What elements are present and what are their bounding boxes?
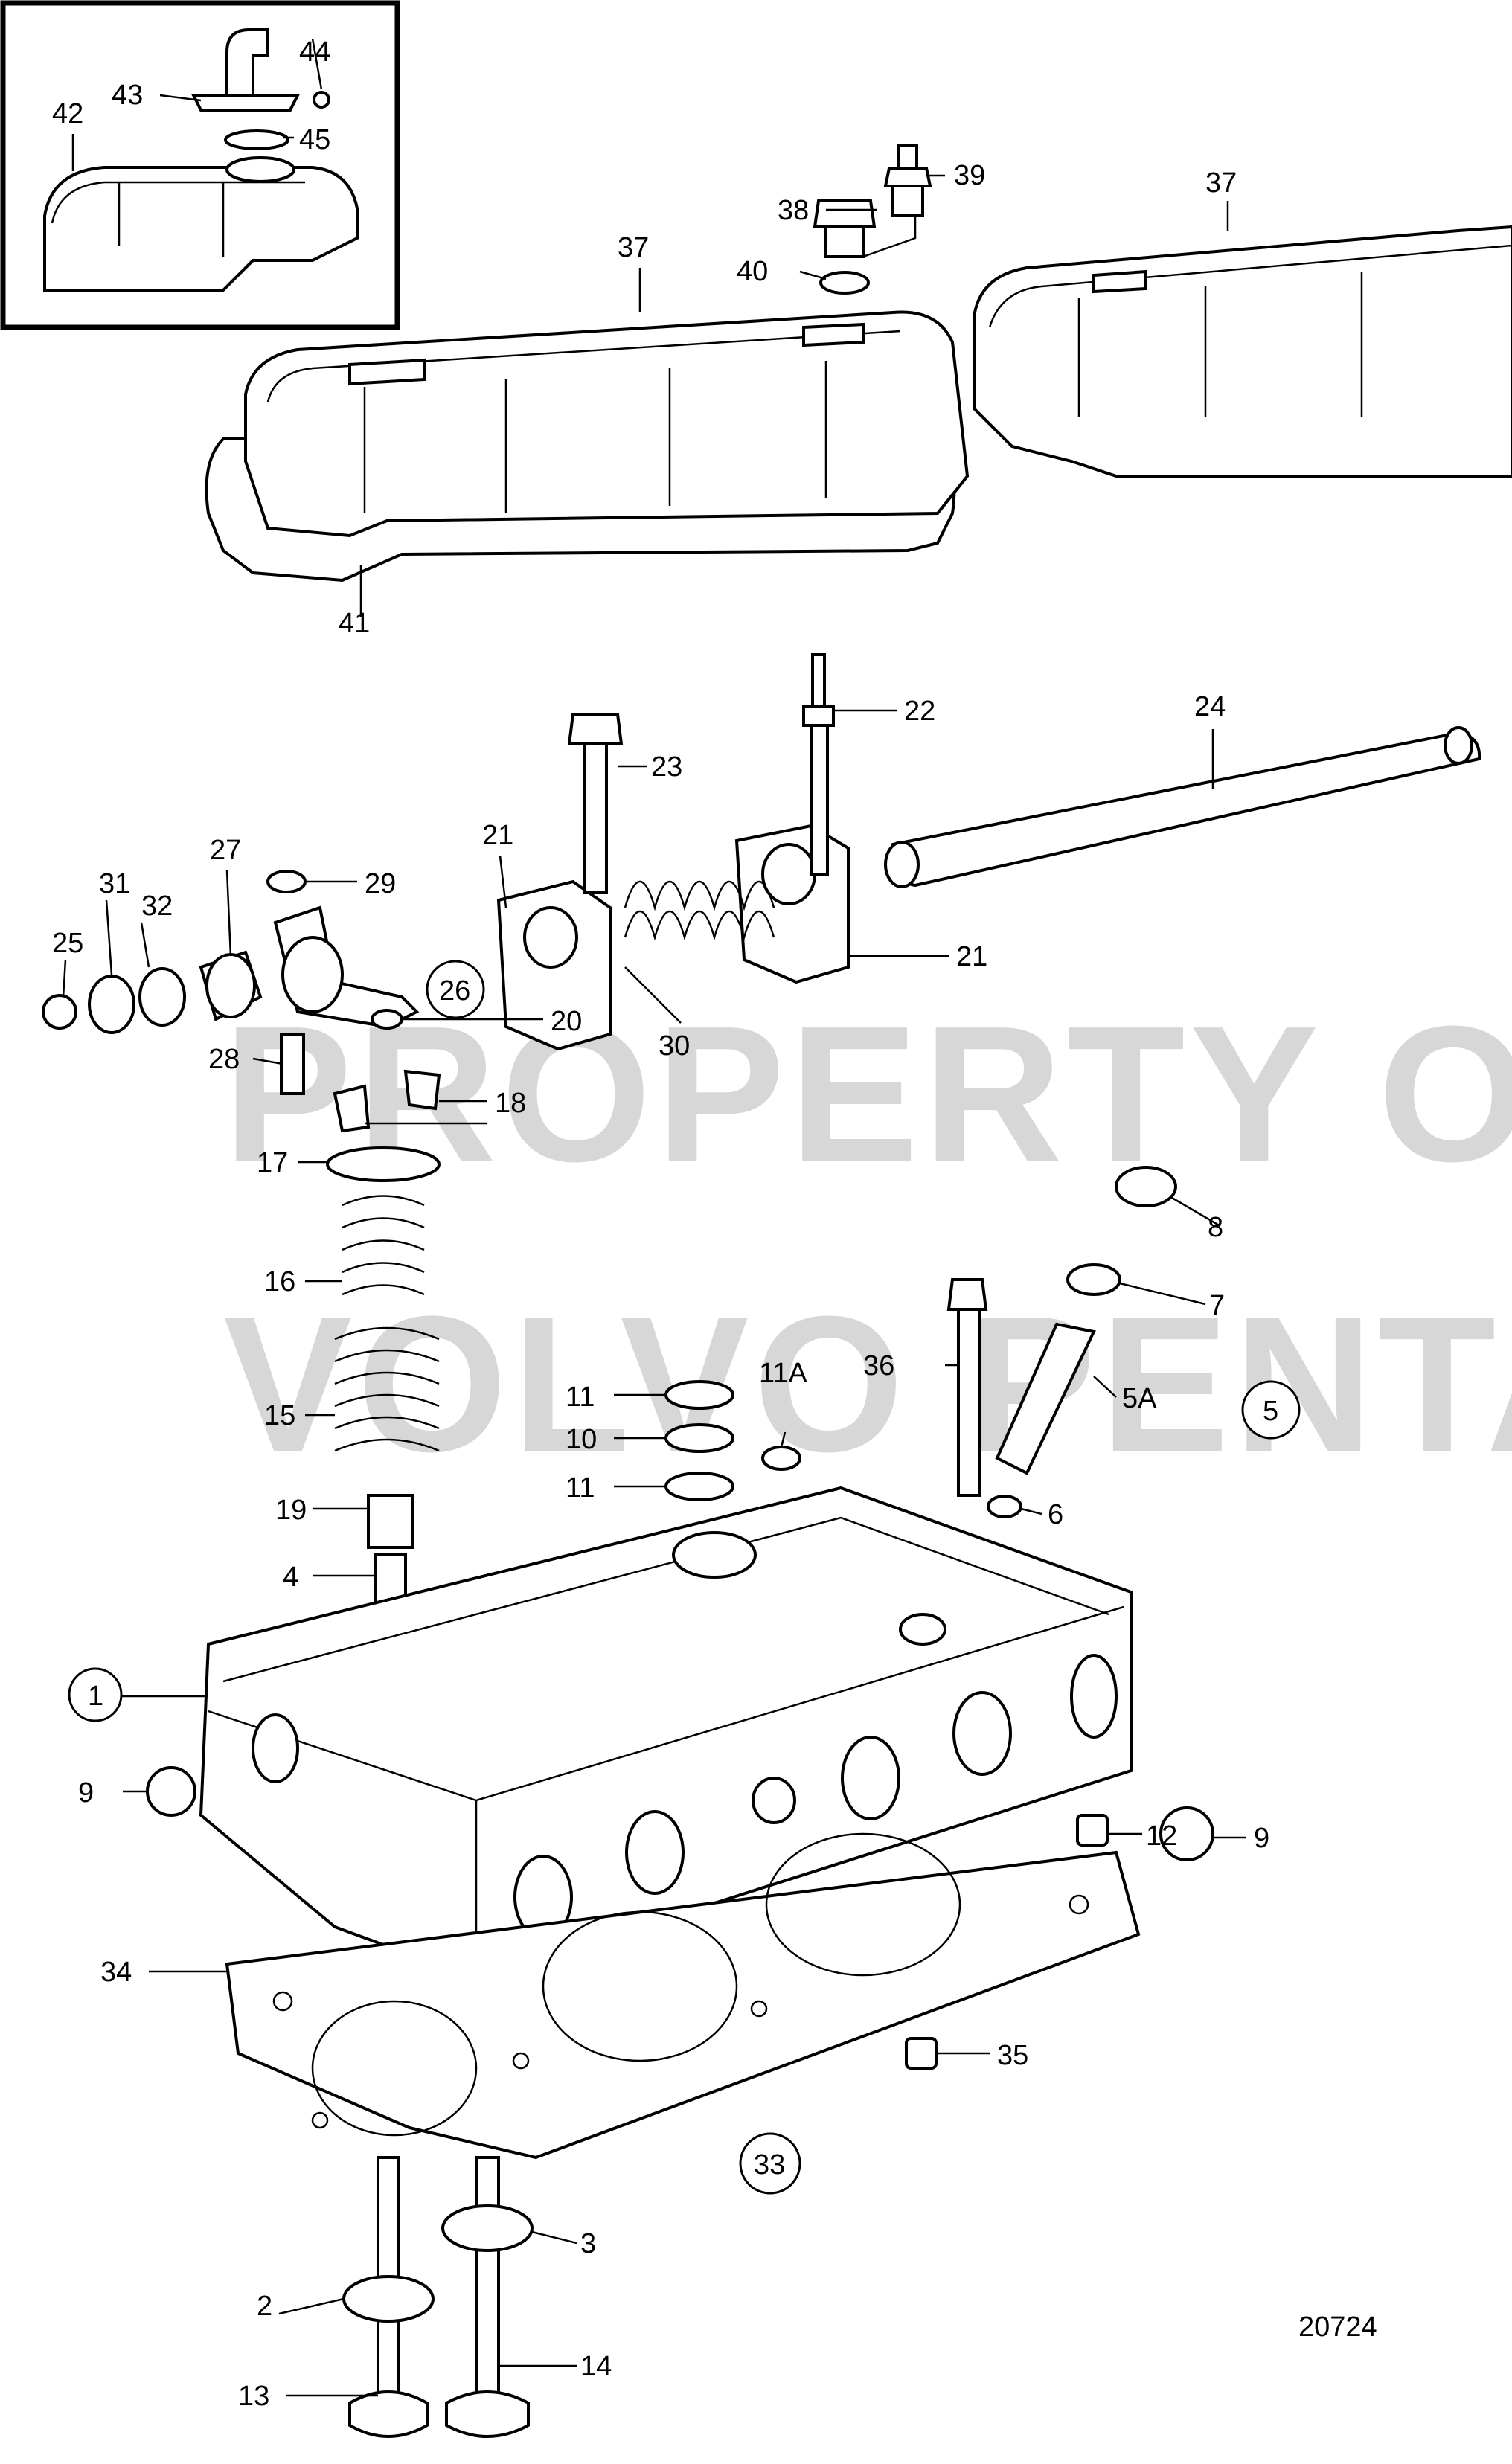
callout-labels: 44 43 45 42 38 39 40 37 37 41 22 24 23 2… [52,36,1377,2412]
callout-1-circle [68,1667,123,1722]
leader-lines [62,38,1246,2397]
callout-34: 34 [100,1957,132,1988]
callout-19: 19 [275,1495,307,1526]
callout-26-circle [426,960,485,1019]
callout-8: 8 [1208,1212,1223,1243]
callout-28: 28 [208,1044,240,1075]
callout-25: 25 [52,928,83,959]
callout-18: 18 [495,1088,526,1119]
callout-2: 2 [257,2291,272,2322]
drawing-number: 20724 [1298,2311,1377,2343]
callout-37-left: 37 [618,232,649,263]
callout-14: 14 [580,2351,612,2382]
callout-13: 13 [238,2381,269,2412]
callout-37-right: 37 [1205,167,1237,199]
callout-20: 20 [551,1006,582,1037]
injector-parts [946,1166,1177,1518]
callout-15: 15 [264,1400,295,1431]
callout-35: 35 [997,2040,1028,2071]
callout-36: 36 [863,1350,894,1382]
watermark-line2: VOLVO PENTA [223,1277,1512,1492]
rocker-arm-assembly [42,870,420,1095]
callout-11A: 11A [759,1358,807,1389]
callout-3: 3 [580,2228,596,2259]
callout-5-circle [1241,1380,1301,1440]
callout-32: 32 [141,891,173,922]
valve-cover-right [973,225,1512,478]
callout-41: 41 [339,608,370,639]
callout-5: 5 [1263,1396,1278,1427]
callout-40: 40 [737,256,768,287]
cover-fasteners [813,144,932,295]
callout-11-upper: 11 [566,1382,595,1413]
callout-9-right: 9 [1254,1823,1269,1854]
callout-24: 24 [1194,691,1226,722]
callout-27: 27 [210,835,241,866]
callout-45: 45 [299,124,330,155]
callout-33-circle [739,2132,801,2195]
callout-38: 38 [778,195,809,226]
callout-11-lower: 11 [566,1472,595,1504]
callout-22: 22 [904,696,935,727]
washers [664,1380,801,1501]
callout-21-right: 21 [956,941,987,972]
callout-30: 30 [659,1030,690,1062]
callout-5A: 5A [1122,1383,1157,1414]
callout-21-left: 21 [482,820,513,851]
callout-4: 4 [283,1562,298,1593]
rocker-shaft [884,726,1481,888]
support-bolts [567,653,835,894]
callout-33: 33 [754,2149,785,2181]
callout-7: 7 [1209,1290,1225,1321]
callout-12: 12 [1146,1820,1177,1852]
valve-cover-left [205,310,970,583]
cylinder-head [199,1486,1133,1981]
callout-6: 6 [1048,1499,1063,1530]
callout-44: 44 [299,36,330,68]
callout-31: 31 [99,868,130,899]
plugs [146,1766,1214,1861]
head-gasket [225,1832,1141,2160]
callout-39: 39 [954,160,985,191]
callout-17: 17 [257,1147,288,1178]
watermark: PROPERTY OF VOLVO PENTA [223,986,1512,1492]
rocker-support-left [496,879,612,1051]
callout-1: 1 [88,1681,103,1712]
callout-43: 43 [112,80,143,111]
callout-10: 10 [566,1424,597,1455]
rocker-support-right [734,824,850,984]
inset-oil-filler-cap [0,0,400,330]
callout-23: 23 [651,751,682,783]
callout-42: 42 [52,98,83,129]
valve-spring-assembly [326,1009,441,1683]
callout-26: 26 [439,975,470,1007]
callout-29: 29 [365,868,396,899]
rocker-spring [624,881,775,941]
callout-16: 16 [264,1266,295,1297]
callout-9-left: 9 [78,1777,94,1809]
